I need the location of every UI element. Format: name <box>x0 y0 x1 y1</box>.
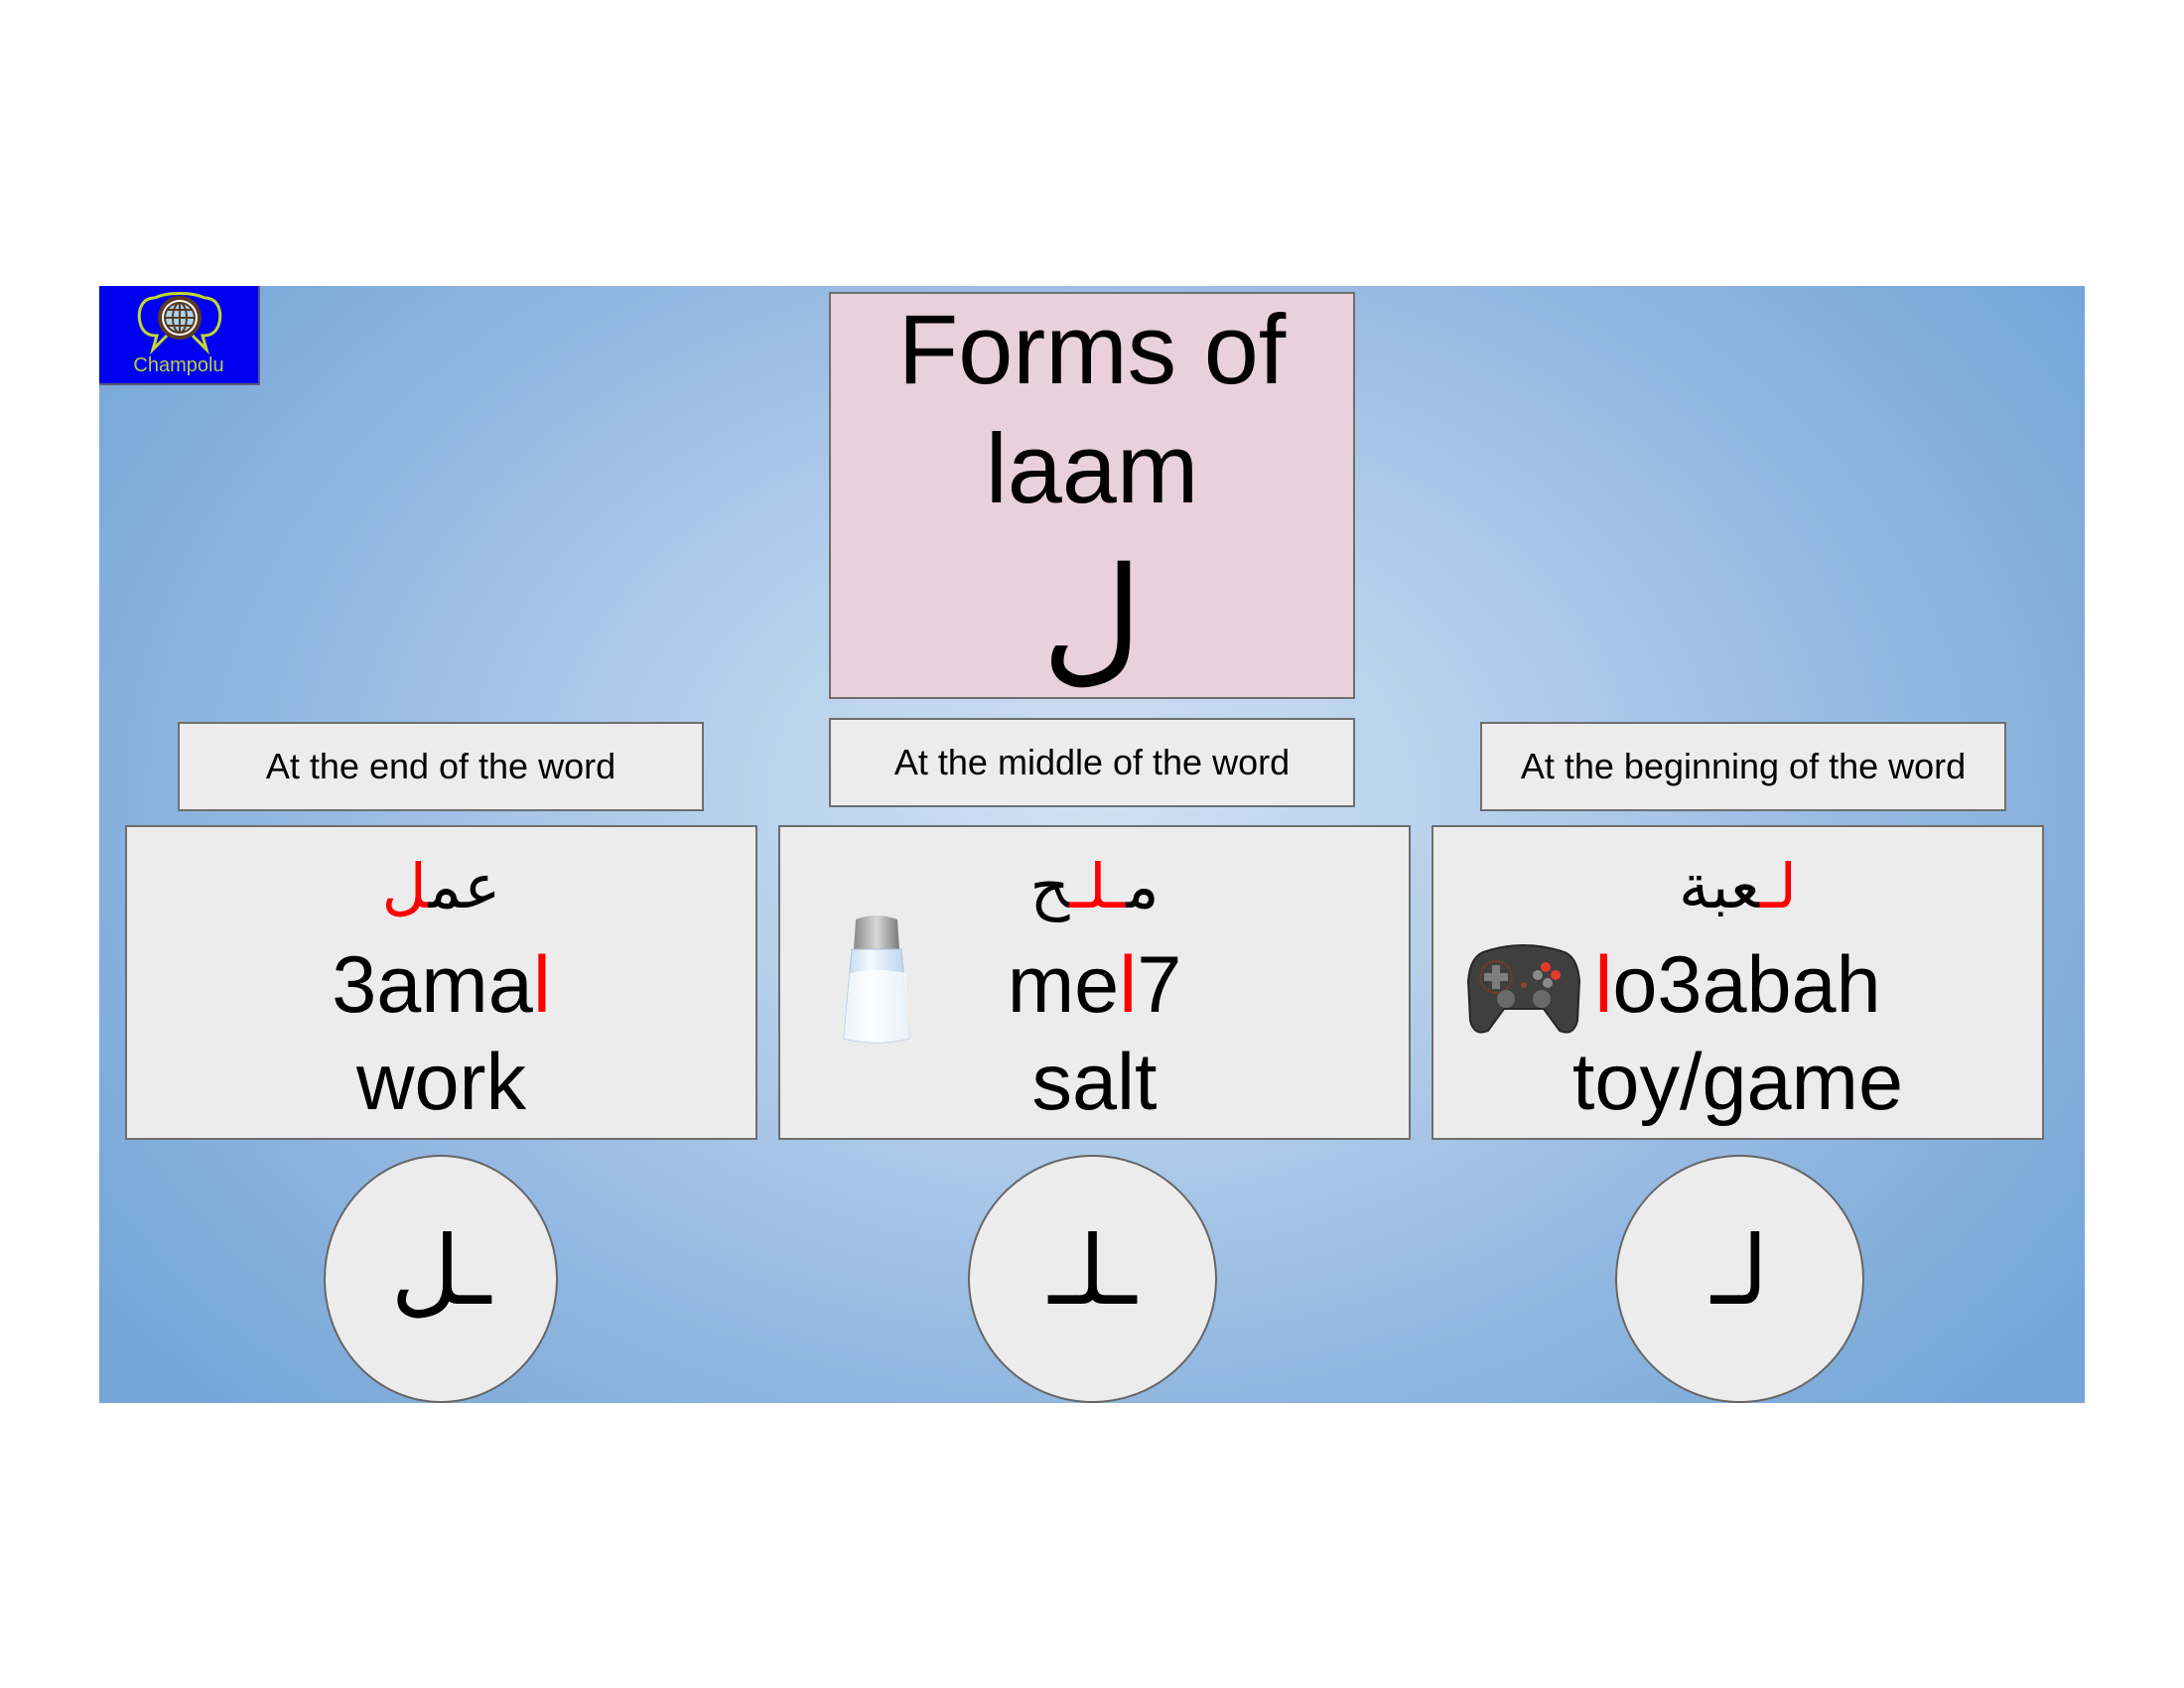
letter-form-initial: لـ <box>1710 1215 1769 1327</box>
label-middle: At the middle of the word <box>829 718 1355 807</box>
arabic-word: لـعبة <box>1433 847 2042 926</box>
slide: Champolu Forms of laam ل At the end of t… <box>99 286 2085 1403</box>
champolu-logo: Champolu <box>99 286 260 385</box>
arabic-part: عبة <box>1679 850 1760 922</box>
letter-form-medial: ـلـ <box>1048 1215 1137 1327</box>
title-letter: ل <box>1041 538 1143 700</box>
card-beginning: لـعبة lo3abah toy/game <box>1432 825 2044 1140</box>
arabic-part: ح <box>1029 850 1070 922</box>
arabic-laam-highlight: ـلـ <box>1069 850 1127 922</box>
globe-speech-bubble-icon <box>137 292 222 355</box>
arabic-part: عم <box>428 850 501 922</box>
form-circle-middle: ـلـ <box>968 1155 1217 1403</box>
arabic-word: مـلـح <box>780 847 1409 926</box>
arabic-word: عمل <box>127 847 755 926</box>
form-circle-beginning: لـ <box>1615 1155 1864 1403</box>
arabic-part: م <box>1126 850 1160 922</box>
transliteration: lo3abah <box>1433 936 2042 1034</box>
translit-part: 7 <box>1137 940 1182 1030</box>
arabic-laam-highlight: لـ <box>1759 850 1797 922</box>
card-middle: مـلـح mel7 salt <box>778 825 1411 1140</box>
card-end: عمل 3amal work <box>125 825 757 1140</box>
translit-laam-highlight: l <box>1119 940 1138 1030</box>
transliteration: 3amal <box>127 936 755 1034</box>
title-box: Forms of laam ل <box>829 292 1355 700</box>
translit-laam-highlight: l <box>1594 940 1613 1030</box>
salt-shaker-icon <box>843 915 910 1044</box>
english-meaning: toy/game <box>1571 1038 1904 1127</box>
translit-part: o3abah <box>1612 940 1881 1030</box>
title-line-2: laam <box>985 413 1199 523</box>
label-end: At the end of the word <box>178 722 704 811</box>
form-circle-end: ـل <box>324 1155 558 1403</box>
translit-part: me <box>1007 940 1120 1030</box>
title-line-1: Forms of <box>897 294 1287 404</box>
logo-brand-text: Champolu <box>133 354 224 376</box>
translit-part: 3ama <box>332 940 533 1030</box>
english-meaning: salt <box>1031 1038 1158 1127</box>
gamepad-icon <box>1466 944 1581 1034</box>
letter-form-final: ـل <box>390 1215 491 1327</box>
translit-laam-highlight: l <box>532 940 551 1030</box>
transliteration: mel7 <box>780 936 1409 1034</box>
arabic-laam-highlight: ل <box>381 850 429 922</box>
english-meaning: work <box>355 1038 527 1127</box>
label-beginning: At the beginning of the word <box>1480 722 2006 811</box>
